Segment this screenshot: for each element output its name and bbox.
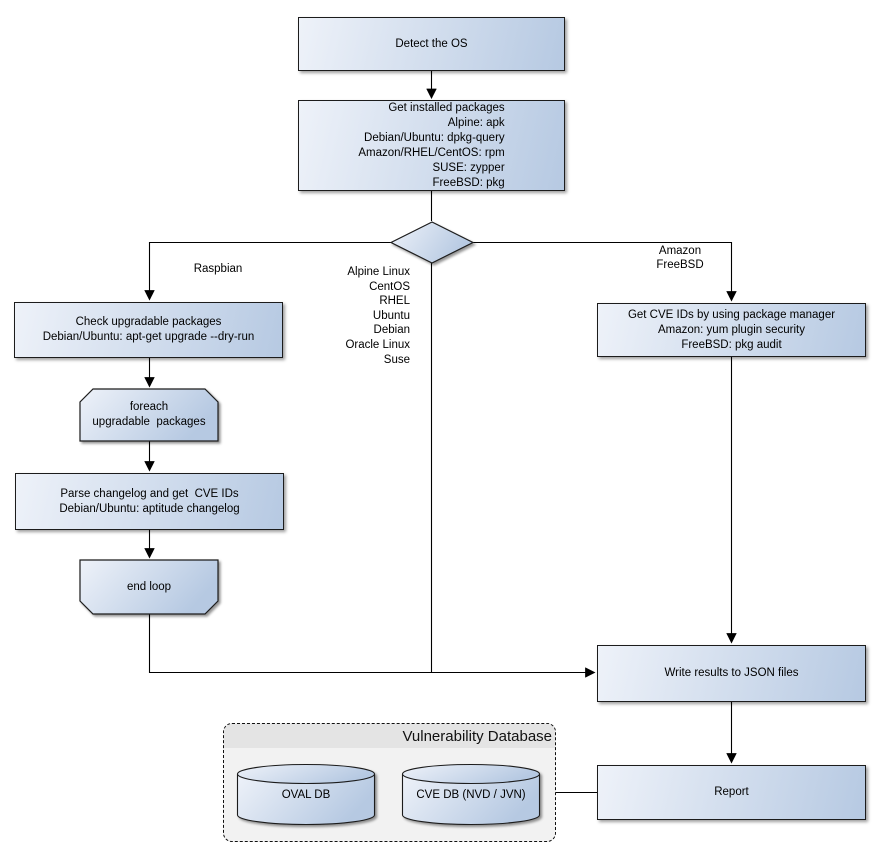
cluster-title: Vulnerability Database [224,724,555,748]
node-detect-os-label: Detect the OS [395,37,468,50]
cve-db-label: CVE DB (NVD / JVN) [416,789,526,801]
node-report: Report [597,765,866,820]
node-parse-changelog: Parse changelog and get CVE IDs Debian/U… [15,473,284,530]
decision-diamond [389,221,475,264]
oval-db-label: OVAL DB [281,789,331,801]
node-end-loop-label: end loop [126,580,172,593]
node-write-results-label: Write results to JSON files [664,667,799,679]
edge-endloop-to-write-results [148,614,596,678]
node-parse-changelog-label: Parse changelog and get CVE IDs Debian/U… [59,487,240,515]
edge-label-raspbian: Raspbian [193,263,243,275]
node-get-cve-ids: Get CVE IDs by using package manager Ama… [597,303,866,357]
node-detect-os: Detect the OS [298,17,565,71]
node-foreach-loop-label: foreach upgradable packages [92,401,206,428]
node-report-label: Report [714,786,749,798]
node-get-installed-packages: Get installed packages Alpine: apk Debia… [298,100,565,191]
node-check-upgradable-packages: Check upgradable packages Debian/Ubuntu:… [14,302,283,358]
edge-label-os-list: Alpine Linux CentOS RHEL Ubuntu Debian O… [345,266,410,366]
vulnerability-database-cluster: Vulnerability Database [223,723,556,842]
node-write-results: Write results to JSON files [597,645,866,702]
node-get-cve-ids-label: Get CVE IDs by using package manager Ama… [627,308,836,351]
node-check-upgradable-packages-label: Check upgradable packages Debian/Ubuntu:… [42,316,255,343]
edge-label-amazon-freebsd: Amazon FreeBSD [656,245,704,271]
node-get-installed-packages-label: Get installed packages Alpine: apk Debia… [358,101,505,189]
